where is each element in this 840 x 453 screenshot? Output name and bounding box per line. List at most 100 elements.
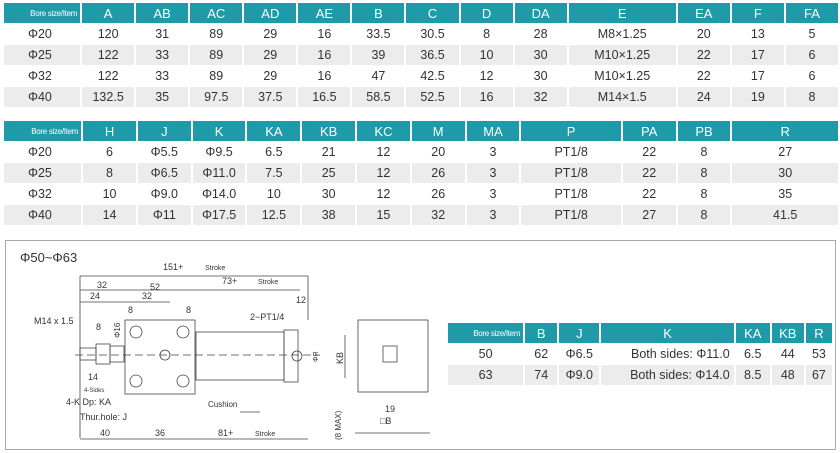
table-cell: 8	[483, 27, 491, 41]
column-header: Bore size/Item	[448, 323, 524, 343]
table-cell: 26	[431, 187, 446, 201]
dim-label: Φ16	[113, 322, 122, 338]
table-cell: Φ17.5	[192, 205, 246, 225]
table-cell: 14	[83, 205, 136, 225]
column-header: AE	[298, 3, 351, 23]
drawing-title: Φ50~Φ63	[20, 250, 77, 265]
dim-label: 36	[155, 428, 165, 438]
table-cell: M14×1.5	[568, 87, 676, 107]
table-cell: 3	[489, 187, 497, 201]
column-header: AB	[136, 3, 189, 23]
dim-label: 2−PT1/4	[250, 312, 284, 322]
column-header: KC	[357, 121, 410, 141]
table-cell: Φ20	[28, 145, 52, 159]
column-header: E	[568, 3, 676, 23]
table-cell: Φ25	[4, 45, 81, 65]
table-cell: 22	[677, 45, 730, 65]
table-cell: Φ40	[4, 87, 81, 107]
table-cell: M10×1.25	[568, 45, 676, 65]
column-header: R	[805, 323, 832, 343]
table-cell: 17	[731, 45, 784, 65]
table-cell: 33	[155, 69, 170, 83]
column-header: K	[601, 323, 734, 343]
column-header: C	[406, 3, 459, 23]
table-cell: 50	[478, 347, 493, 361]
dim-label: 73+	[222, 276, 237, 286]
table-cell: 89	[209, 69, 224, 83]
table-cell: 35	[778, 187, 793, 201]
table-cell: 8	[677, 163, 731, 183]
column-header: H	[83, 121, 136, 141]
dim-label: □B	[380, 416, 391, 426]
dim-label: 14	[88, 372, 98, 382]
column-header: D	[460, 3, 513, 23]
column-header: B	[525, 323, 558, 343]
table-cell: Φ14.0	[201, 187, 237, 201]
column-header: K	[192, 121, 246, 141]
table-cell: 8	[700, 145, 708, 159]
table-cell: 10	[266, 187, 281, 201]
table-cell: 5	[808, 27, 816, 41]
table-cell: 33	[136, 45, 189, 65]
column-header: MA	[466, 121, 520, 141]
table-cell: 41.5	[732, 205, 838, 225]
column-header: J	[137, 121, 191, 141]
table-cell: 29	[263, 27, 278, 41]
table-cell: 13	[750, 27, 765, 41]
table-cell: 10	[102, 187, 117, 201]
column-header: KB	[771, 323, 804, 343]
table-cell: 132.5	[82, 87, 135, 107]
table-cell: 44	[780, 347, 795, 361]
table-cell: 20	[431, 145, 446, 159]
table-cell: 67	[805, 365, 832, 385]
dim-label: KB	[335, 352, 345, 364]
dim-label: ΦR	[313, 351, 320, 362]
table-cell: 32	[514, 87, 567, 107]
table-cell: 26	[411, 163, 465, 183]
table-cell: 6	[785, 45, 838, 65]
dim-label: Stroke	[258, 279, 278, 286]
dim-label: 4-Sides	[84, 388, 104, 394]
table-cell: 39	[352, 45, 405, 65]
table-cell: 25	[302, 163, 356, 183]
table-cell: 48	[771, 365, 804, 385]
table-cell: Φ5.5	[150, 145, 178, 159]
table-cell: 3	[489, 145, 497, 159]
table-cell: PT1/8	[521, 205, 621, 225]
table-cell: 120	[97, 27, 119, 41]
table-cell: 38	[302, 205, 356, 225]
cylinder-technical-drawing: Φ50~Φ63 151+ Stroke 73+ Stroke 32 52 24 …	[20, 250, 430, 440]
table-cell: 6.5	[265, 145, 283, 159]
table-cell: 3	[466, 205, 520, 225]
dim-label: 12	[296, 295, 306, 305]
table-cell: 15	[357, 205, 410, 225]
column-header: PB	[677, 121, 731, 141]
table-cell: Φ25	[4, 163, 82, 183]
column-header: Bore size/Item	[4, 3, 81, 23]
dim-label: M14 x 1.5	[34, 316, 74, 326]
table-cell: 122	[97, 69, 119, 83]
column-header: KA	[735, 323, 770, 343]
table-cell: Both sides: Φ14.0	[601, 365, 734, 385]
table-cell: 22	[642, 187, 657, 201]
column-header: P	[521, 121, 621, 141]
table-cell: 30	[732, 163, 838, 183]
dim-label: 32	[97, 280, 107, 290]
column-header: PA	[622, 121, 676, 141]
table-cell: Φ6.5	[565, 347, 593, 361]
table-cell: 37.5	[244, 87, 297, 107]
dim-label: 19	[385, 404, 395, 414]
table-cell: 12	[479, 69, 494, 83]
table-cell: PT1/8	[521, 163, 621, 183]
dim-label: Thur.hole: J	[80, 412, 127, 422]
